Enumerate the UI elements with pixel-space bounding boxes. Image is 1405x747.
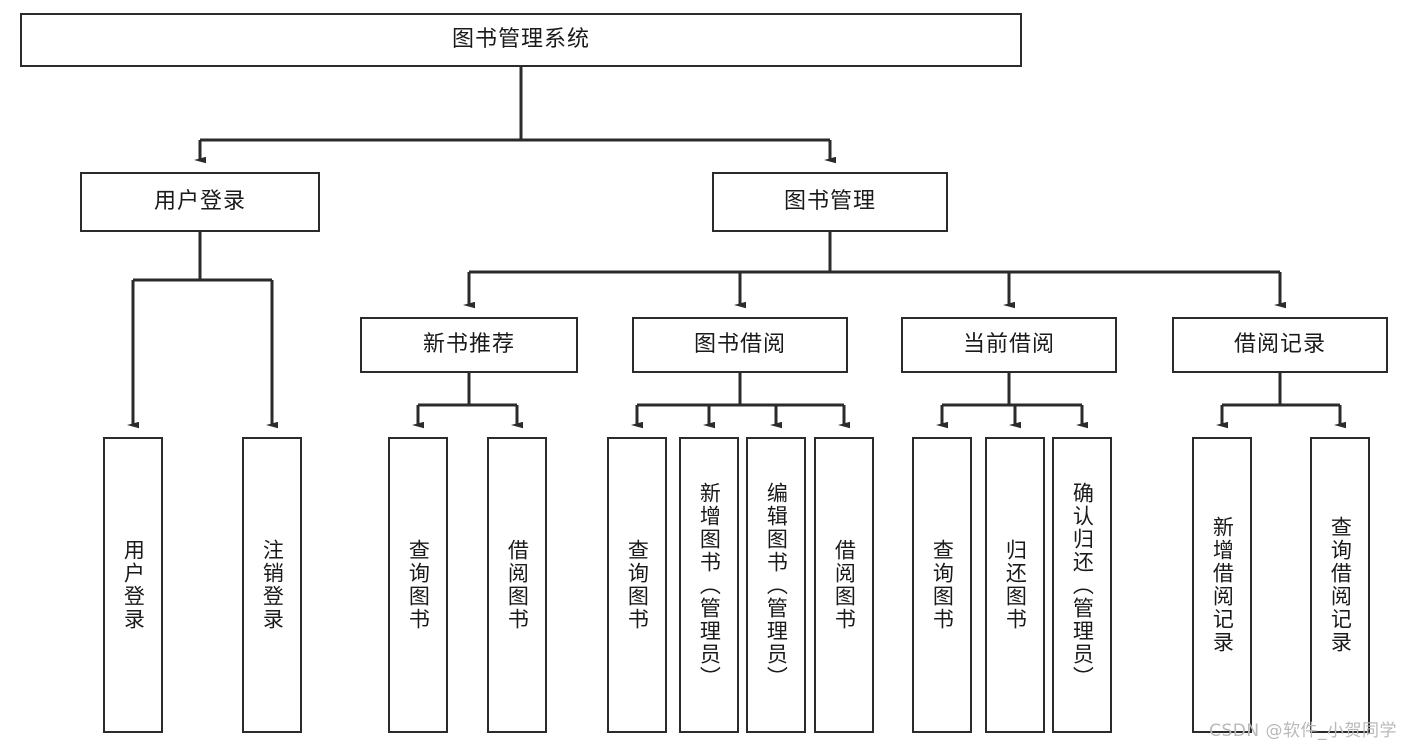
node-borrow-records[interactable]: 借阅记录: [1172, 317, 1388, 373]
node-new-book-recommend[interactable]: 新书推荐: [360, 317, 578, 373]
node-current-borrow[interactable]: 当前借阅: [901, 317, 1117, 373]
leaf-query-book-recommend-label: 查询图书: [406, 539, 431, 631]
node-book-management-label: 图书管理: [783, 189, 876, 215]
leaf-query-borrow-record-label: 查询借阅记录: [1328, 516, 1353, 654]
leaf-confirm-return-admin[interactable]: 确认归还（管理员）: [1052, 437, 1112, 733]
node-book-borrow[interactable]: 图书借阅: [632, 317, 848, 373]
leaf-logout[interactable]: 注销登录: [242, 437, 302, 733]
node-current-borrow-label: 当前借阅: [962, 332, 1055, 358]
node-book-borrow-label: 图书借阅: [693, 332, 786, 358]
node-root[interactable]: 图书管理系统: [20, 13, 1022, 67]
node-new-book-recommend-label: 新书推荐: [422, 332, 515, 358]
node-borrow-records-label: 借阅记录: [1233, 332, 1326, 358]
leaf-borrow-book-recommend[interactable]: 借阅图书: [487, 437, 547, 733]
leaf-lend-book[interactable]: 借阅图书: [814, 437, 874, 733]
leaf-query-book-current[interactable]: 查询图书: [912, 437, 972, 733]
leaf-add-borrow-record-label: 新增借阅记录: [1210, 516, 1235, 654]
leaf-query-book-current-label: 查询图书: [930, 539, 955, 631]
leaf-query-book-recommend[interactable]: 查询图书: [388, 437, 448, 733]
leaf-borrow-book-recommend-label: 借阅图书: [505, 539, 530, 631]
leaf-user-login[interactable]: 用户登录: [103, 437, 163, 733]
leaf-query-borrow-record[interactable]: 查询借阅记录: [1310, 437, 1370, 733]
leaf-user-login-label: 用户登录: [121, 539, 146, 631]
leaf-query-book-borrow[interactable]: 查询图书: [607, 437, 667, 733]
leaf-edit-book-admin[interactable]: 编辑图书（管理员）: [746, 437, 806, 733]
leaf-add-book-admin-label: 新增图书（管理员）: [697, 481, 722, 689]
leaf-add-book-admin[interactable]: 新增图书（管理员）: [679, 437, 739, 733]
node-root-label: 图书管理系统: [451, 27, 590, 53]
node-user-login-label: 用户登录: [153, 189, 246, 215]
leaf-add-borrow-record[interactable]: 新增借阅记录: [1192, 437, 1252, 733]
leaf-query-book-borrow-label: 查询图书: [625, 539, 650, 631]
node-book-management[interactable]: 图书管理: [712, 172, 948, 232]
node-user-login[interactable]: 用户登录: [80, 172, 320, 232]
leaf-confirm-return-admin-label: 确认归还（管理员）: [1070, 481, 1095, 689]
leaf-return-book-label: 归还图书: [1003, 539, 1028, 631]
leaf-logout-label: 注销登录: [260, 539, 285, 631]
leaf-edit-book-admin-label: 编辑图书（管理员）: [764, 481, 789, 689]
leaf-return-book[interactable]: 归还图书: [985, 437, 1045, 733]
leaf-lend-book-label: 借阅图书: [832, 539, 857, 631]
